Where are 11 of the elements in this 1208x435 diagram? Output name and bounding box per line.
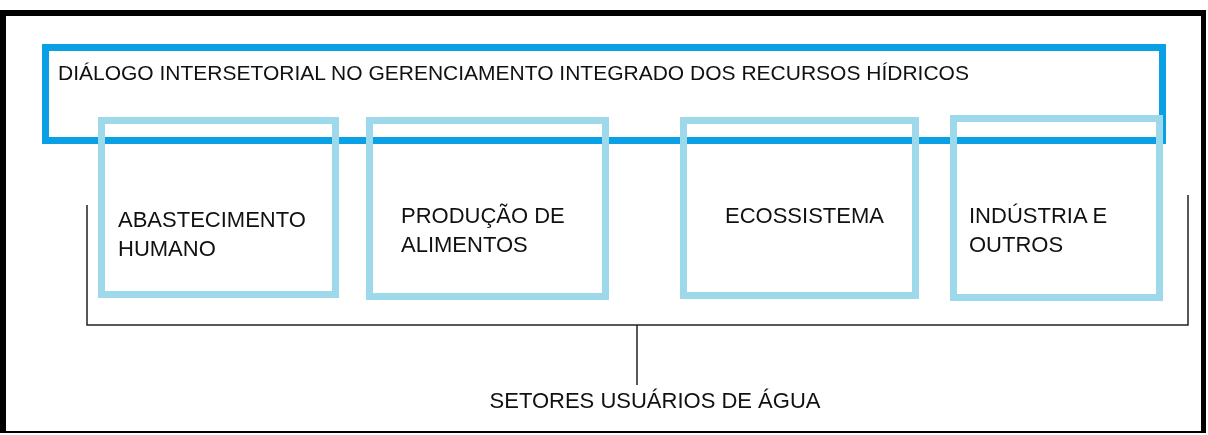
sector-label: PRODUÇÃO DE ALIMENTOS [401, 202, 566, 259]
sector-label: ABASTECIMENTO HUMANO [118, 206, 307, 263]
sector-box [98, 117, 339, 298]
header-text: DIÁLOGO INTERSETORIAL NO GERENCIAMENTO INTEGRADO DOS RECURSOS HÍDRICOS [58, 60, 970, 86]
sector-label: ECOSSISTEMA [725, 202, 885, 230]
sector-box [950, 115, 1163, 301]
sector-label: INDÚSTRIA E OUTROS [969, 202, 1109, 259]
header-box [42, 44, 1166, 144]
bracket-label: SETORES USUÁRIOS DE ÁGUA [488, 388, 822, 414]
sector-box [680, 117, 919, 299]
sector-box [366, 117, 609, 300]
